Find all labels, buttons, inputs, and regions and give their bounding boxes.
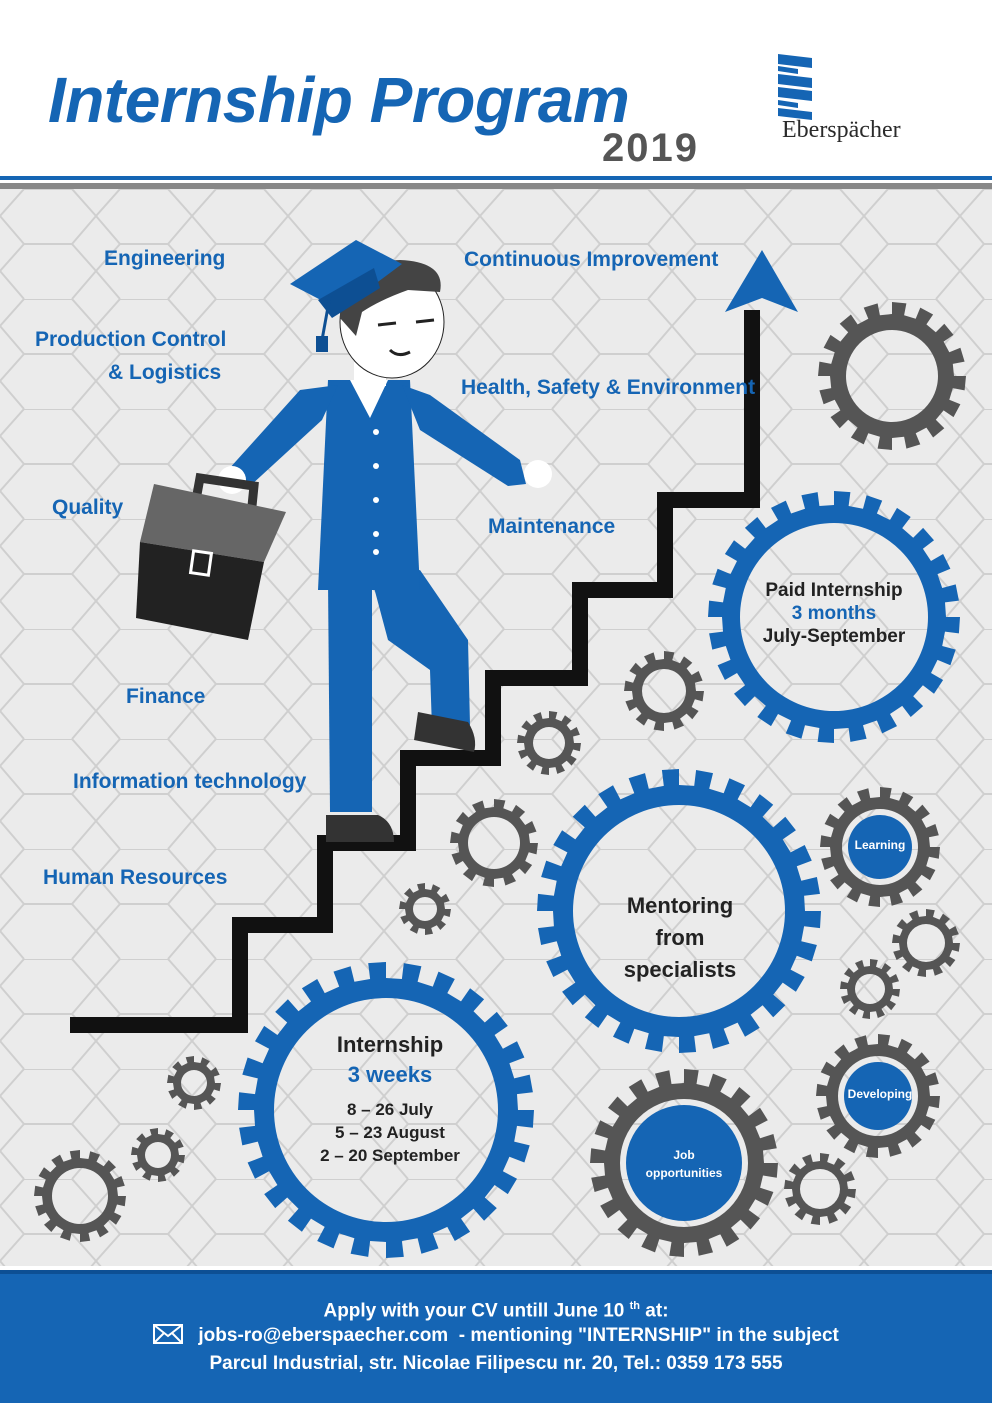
gear-icon [131,1128,185,1182]
email-link[interactable]: jobs-ro@eberspaecher.com [198,1325,449,1346]
department-information-technology: Information technology [73,770,307,793]
mentoring-line-2: from [655,925,705,950]
department-hse: Health, Safety & Environment [461,376,756,399]
brand-name: Eberspächer [782,117,901,143]
gear-icon [624,651,704,731]
apply-line: Apply with your CV untill June 10 th at: [0,1294,992,1323]
gear-icon [892,909,960,977]
gear-icon [450,799,538,887]
email-note: - mentioning "INTERNSHIP" in the subject [458,1325,839,1346]
gear-icon [820,787,940,907]
learning-label: Learning [854,838,906,852]
gear-icon [590,1069,778,1257]
divider [0,176,992,180]
mentoring-line-3: specialists [623,957,737,982]
arrow-up-icon [725,250,798,312]
gear-icon [399,883,451,935]
graduate-figure [136,240,552,842]
mail-icon [153,1324,184,1344]
paid-internship-info: Paid Internship 3 months July-September [744,580,924,648]
internship-info: Internship 3 weeks 8 – 26 July 5 – 23 Au… [290,1030,490,1167]
gear-icon [784,1153,856,1225]
mentoring-info: Mentoring from specialists [580,890,780,986]
address-line: Parcul Industrial, str. Nicolae Filipesc… [209,1353,783,1374]
internship-duration: 3 weeks [347,1062,433,1087]
department-maintenance: Maintenance [488,515,616,538]
department-logistics: & Logistics [108,361,222,384]
footer: Apply with your CV untill June 10 th at:… [0,1270,992,1403]
mentoring-line-1: Mentoring [626,893,734,918]
gear-icon [816,1034,940,1158]
divider [0,183,992,189]
page-title: Internship Program [48,64,630,136]
gears [34,302,966,1258]
apply-date-suffix: th [629,1300,641,1312]
staircase [70,310,760,1033]
department-human-resources: Human Resources [43,866,228,889]
paid-internship-title: Paid Internship [765,580,903,601]
job-label-line-2: opportunities [645,1166,723,1180]
eberspaecher-logo-icon [778,54,812,120]
internship-date-3: 2 – 20 September [320,1146,460,1165]
graduation-cap-icon [290,240,402,352]
gear-icon [818,302,966,450]
gear-icon [840,959,900,1019]
department-finance: Finance [126,685,206,708]
job-label-line-1: Job [673,1148,695,1162]
department-quality: Quality [52,496,124,519]
apply-text: Apply with your CV untill June 10 [323,1300,625,1322]
internship-title: Internship [336,1032,444,1057]
gear-icon [517,711,581,775]
internship-date-2: 5 – 23 August [335,1123,445,1142]
program-year: 2019 [602,126,699,170]
internship-date-1: 8 – 26 July [346,1100,433,1119]
paid-internship-duration: 3 months [791,602,877,624]
briefcase-icon [136,472,286,640]
email-line: jobs-ro@eberspaecher.com - mentioning "I… [0,1324,992,1348]
department-production-control: Production Control [35,328,227,351]
apply-text-end: at: [645,1300,669,1322]
header: Internship Program 2019 Eberspächer [0,0,992,176]
job-opportunities-label: Job opportunities [636,1146,732,1182]
department-engineering: Engineering [104,247,226,270]
paid-internship-period: July-September [762,625,906,647]
gear-icon [34,1150,126,1242]
gear-icon [167,1056,221,1110]
developing-label: Developing [847,1087,913,1101]
department-continuous-improvement: Continuous Improvement [464,248,719,271]
